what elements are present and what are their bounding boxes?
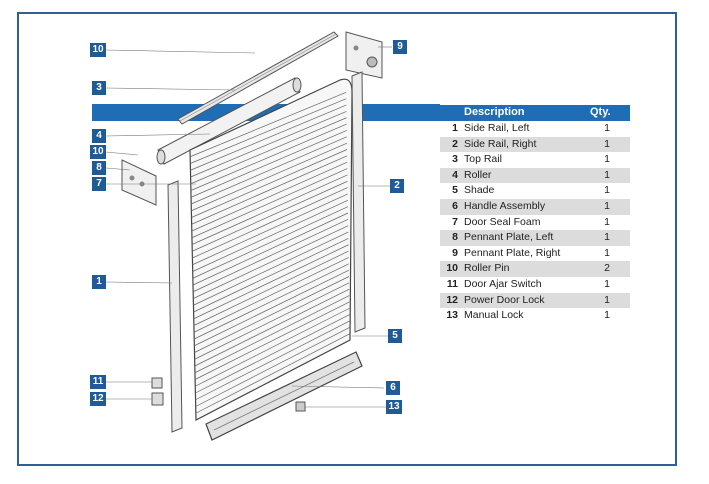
parts-table-header: Description Qty. — [440, 105, 630, 121]
callout-4: 4 — [92, 129, 106, 143]
header-description: Description — [464, 106, 525, 118]
side-rail-left — [167, 180, 183, 433]
callout-12: 12 — [90, 392, 106, 406]
callout-10-left: 10 — [90, 145, 106, 159]
shade — [189, 78, 353, 421]
pennant-plate-right — [345, 31, 383, 79]
callout-13: 13 — [386, 400, 402, 414]
callout-1: 1 — [92, 275, 106, 289]
callout-11: 11 — [90, 375, 106, 389]
callout-7: 7 — [92, 177, 106, 191]
callout-2: 2 — [390, 179, 404, 193]
pennant-plate-left — [121, 159, 157, 206]
callout-9: 9 — [393, 40, 407, 54]
header-qty: Qty. — [590, 106, 611, 118]
callout-6: 6 — [386, 381, 400, 395]
door-ajar-switch — [151, 377, 163, 389]
leader-lines — [105, 46, 392, 408]
manual-lock — [295, 401, 306, 412]
callout-8: 8 — [92, 161, 106, 175]
callout-10-top: 10 — [90, 43, 106, 57]
side-rail-right — [351, 71, 366, 333]
power-door-lock — [151, 392, 164, 406]
callout-5: 5 — [388, 329, 402, 343]
callout-3: 3 — [92, 81, 106, 95]
